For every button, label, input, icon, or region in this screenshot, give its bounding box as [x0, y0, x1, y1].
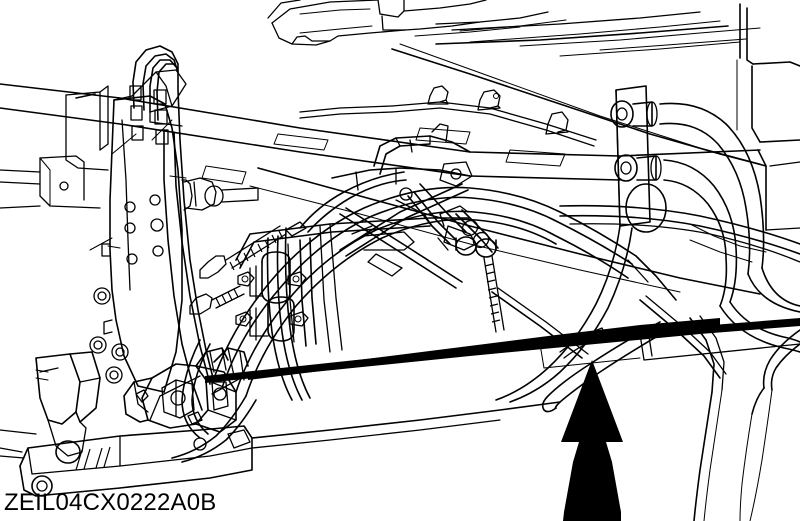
bottom-runner-bar: [0, 425, 253, 497]
hydraulic-hose-bundle-left: [129, 45, 215, 411]
right-lower-panel: [689, 315, 725, 521]
upper-frame-edge-lines: [435, 11, 761, 57]
valve-with-push-rod: [169, 175, 259, 211]
step-platform: [267, 0, 567, 46]
lower-cross-brace: [251, 255, 727, 449]
hydraulic-hose-bundle-right: [495, 102, 800, 521]
frame-rail: [149, 318, 800, 421]
rail-connector: [559, 327, 607, 359]
reference-arrow: [561, 360, 623, 521]
figure-caption: ZEIL04CX0222A0B: [4, 489, 217, 516]
hydraulic-hose-bundle-main: [171, 171, 637, 463]
left-mounting-plate: [89, 95, 183, 393]
lower-support-bracket: [123, 347, 249, 433]
hose-clamp-block: [610, 85, 667, 233]
left-angle-bracket: [0, 85, 109, 209]
lower-hose-crossing: [541, 321, 669, 413]
threaded-rod-lower-left: [189, 285, 245, 315]
hose-retaining-clips-upper: [75, 85, 597, 147]
lower-left-leg: [35, 351, 101, 464]
